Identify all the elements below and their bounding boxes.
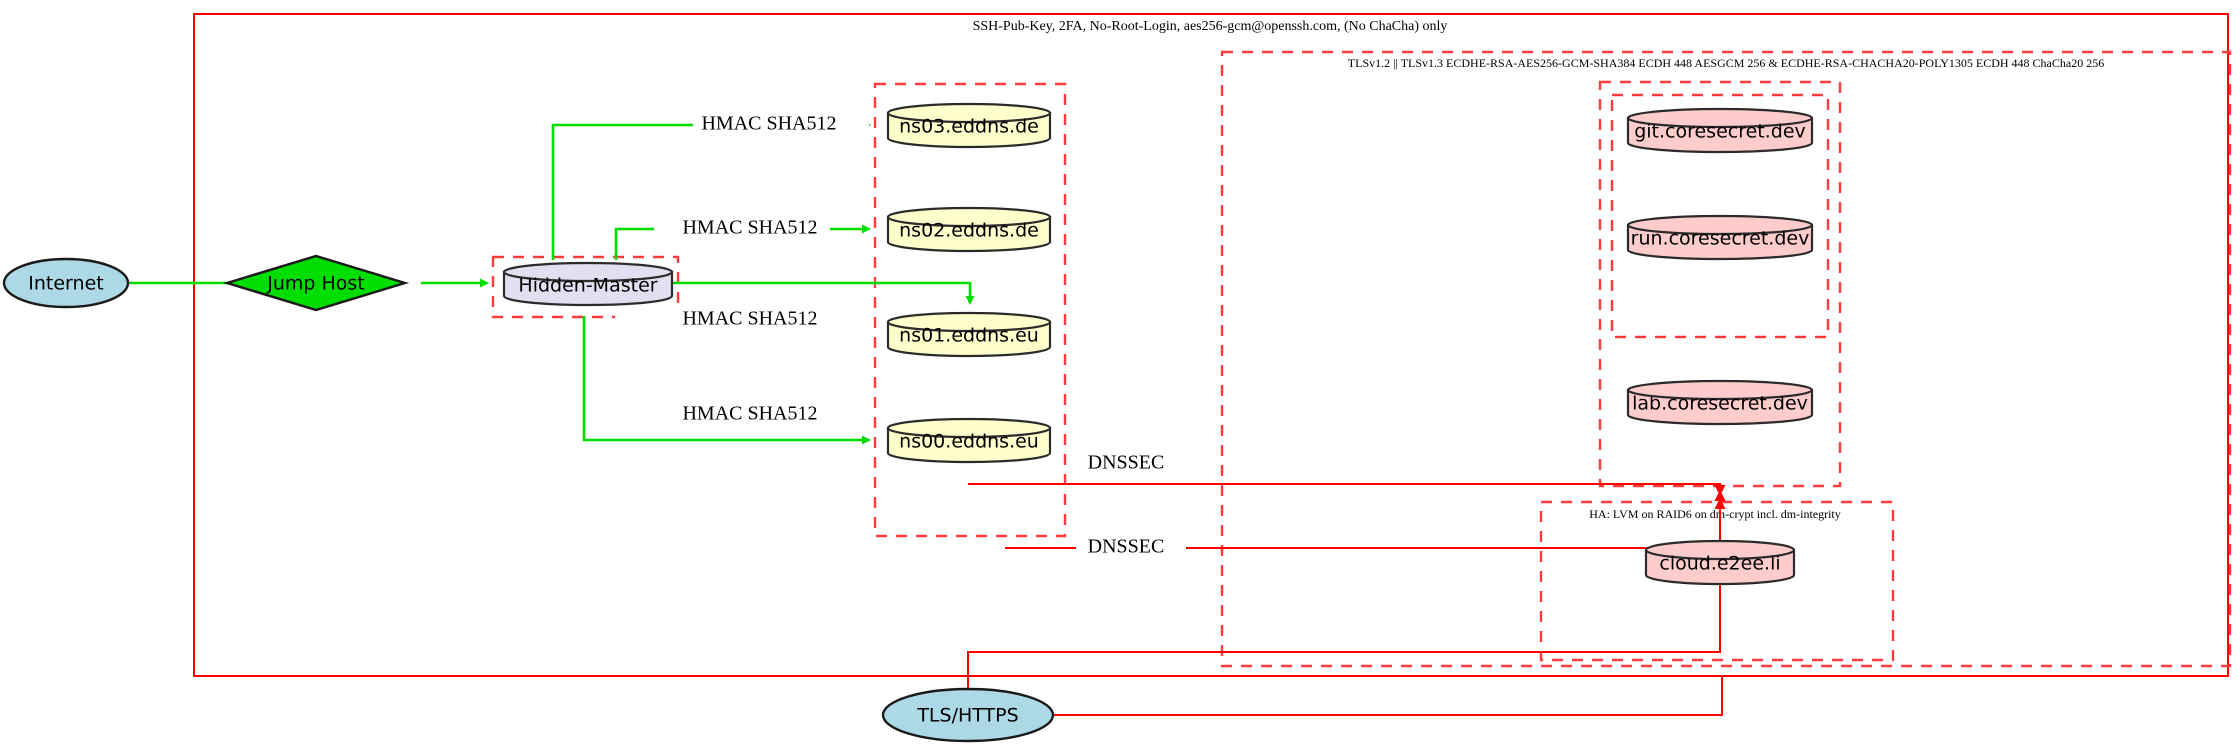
edge-label-hmac-1-text: HMAC SHA512: [701, 113, 836, 135]
edge-master-ns00: [582, 316, 871, 445]
node-hidden-master-label: Hidden-Master: [518, 275, 657, 297]
node-tls-https-label: TLS/HTTPS: [916, 705, 1018, 727]
node-git-coresecret-label: git.coresecret.dev: [1634, 121, 1806, 143]
edge-label-hmac-3: HMAC SHA512: [615, 307, 818, 333]
edge-label-hmac-1: HMAC SHA512: [693, 112, 869, 138]
node-ns00-label: ns00.eddns.eu: [899, 431, 1039, 453]
node-cloud-e2ee[interactable]: cloud.e2ee.li: [1644, 539, 1796, 586]
node-ns03-label: ns03.eddns.de: [899, 116, 1039, 138]
node-lab-coresecret[interactable]: lab.coresecret.dev: [1626, 379, 1814, 426]
node-git-coresecret[interactable]: git.coresecret.dev: [1626, 107, 1814, 154]
edge-label-hmac-3-text: HMAC SHA512: [682, 308, 817, 330]
node-ns02-label: ns02.eddns.de: [899, 220, 1039, 242]
edge-label-dnssec-1: DNSSEC: [1076, 451, 1186, 477]
cluster-cloud-zone: [1539, 500, 1895, 662]
node-hidden-master[interactable]: Hidden-Master: [502, 261, 674, 307]
edge-tls-outer: [1053, 676, 1723, 716]
cluster-ssh-zone: [193, 13, 2229, 677]
cluster-ssh-zone-label: SSH-Pub-Key, 2FA, No-Root-Login, aes256-…: [973, 19, 1448, 34]
cluster-ha-zone-label: HA: LVM on RAID6 on dm-crypt incl. dm-in…: [1589, 507, 1841, 521]
edge-tls-app: [967, 490, 1726, 700]
cluster-master-zone: [491, 255, 680, 319]
edge-master-ns01: [665, 281, 975, 305]
edge-label-dnssec-2-text: DNSSEC: [1088, 536, 1165, 558]
node-lab-coresecret-label: lab.coresecret.dev: [1632, 393, 1808, 415]
edge-label-dnssec-2: DNSSEC: [1076, 535, 1186, 561]
node-ns01[interactable]: ns01.eddns.eu: [886, 311, 1052, 358]
edge-label-hmac-2: HMAC SHA512: [654, 216, 830, 242]
cluster-dns-zone: [873, 82, 1067, 538]
edge-label-hmac-4: HMAC SHA512: [615, 402, 818, 428]
node-run-coresecret[interactable]: run.coresecret.dev: [1626, 214, 1814, 261]
node-jumphost-label: Jump Host: [266, 273, 365, 295]
node-tls-https[interactable]: TLS/HTTPS: [881, 687, 1055, 743]
node-jumphost[interactable]: Jump Host: [222, 254, 410, 312]
node-ns02[interactable]: ns02.eddns.de: [886, 206, 1052, 253]
node-ns03[interactable]: ns03.eddns.de: [886, 102, 1052, 149]
node-cloud-e2ee-label: cloud.e2ee.li: [1659, 553, 1780, 575]
edge-label-dnssec-1-text: DNSSEC: [1088, 452, 1165, 474]
node-internet-label: Internet: [28, 273, 103, 295]
cluster-tls-zone-label: TLSv1.2 || TLSv1.3 ECDHE-RSA-AES256-GCM-…: [1348, 56, 2104, 70]
edge-label-hmac-2-text: HMAC SHA512: [682, 217, 817, 239]
node-run-coresecret-label: run.coresecret.dev: [1631, 228, 1810, 250]
node-ns00[interactable]: ns00.eddns.eu: [886, 417, 1052, 464]
edge-dnssec-app: [968, 483, 1726, 496]
edge-label-hmac-4-text: HMAC SHA512: [682, 403, 817, 425]
node-internet[interactable]: Internet: [2, 257, 130, 309]
cluster-tls-zone: [1220, 50, 2232, 668]
node-ns01-label: ns01.eddns.eu: [899, 325, 1039, 347]
cluster-app-inner-zone: [1610, 93, 1830, 339]
